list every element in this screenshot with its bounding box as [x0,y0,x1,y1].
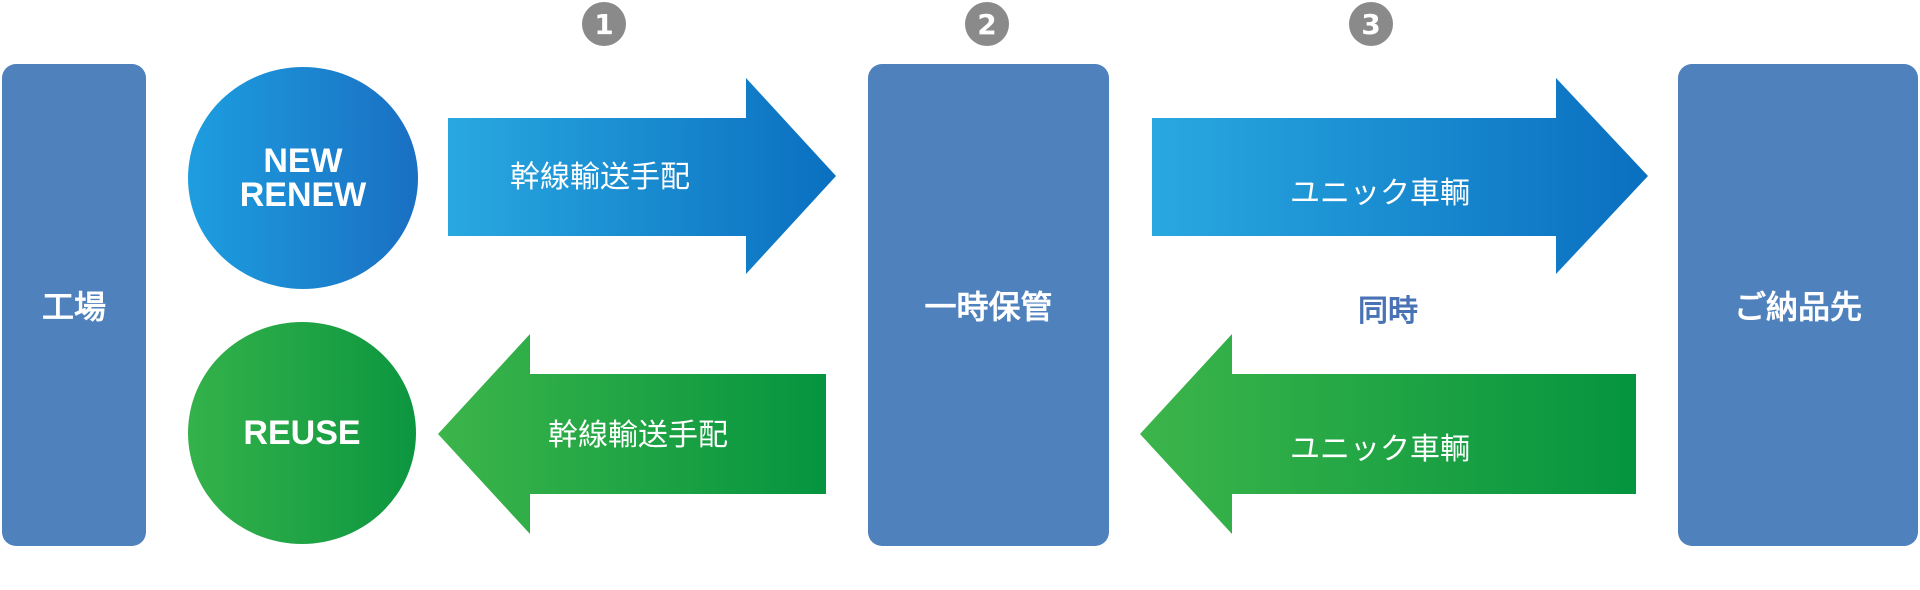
trunk-return-label: 幹線輸送手配 [548,418,728,453]
trunk-outbound-arrow [448,78,836,274]
delivery-label: ユニック車輌 商品配送 [1230,134,1530,334]
factory-box: 工場 [2,64,146,546]
factory-label: 工場 [41,288,106,326]
trunk-outbound-label: 幹線輸送手配 [510,160,690,195]
delivery-line2: 商品配送 [1320,256,1440,291]
simultaneous-label: 同時 [1358,294,1418,329]
trunk-return-arrow [438,334,826,534]
delivery-line1: ユニック車輌 [1290,176,1470,211]
step-badge-3: 3 [1349,2,1393,46]
storage-label: 一時保管 [924,288,1053,326]
collection-line2: 商品回収 [1320,512,1440,547]
storage-box: 一時保管 [868,64,1109,546]
delivery-arrow [1152,78,1648,274]
reuse-label: REUSE [243,414,361,452]
collection-line1: ユニック車輌 [1290,432,1470,467]
reuse-circle: REUSE [188,322,416,544]
step-badge-2: 2 [965,2,1009,46]
new-renew-circle: NEW RENEW [188,67,418,289]
collection-arrow [1140,334,1636,534]
destination-label: ご納品先 [1733,288,1862,326]
renew-label: RENEW [239,176,367,214]
new-label: NEW [263,142,343,180]
destination-box: ご納品先 [1678,64,1918,546]
step-badge-1: 1 [582,2,626,46]
collection-label: ユニック車輌 商品回収 [1230,390,1530,590]
flow-arrows [438,78,1648,534]
